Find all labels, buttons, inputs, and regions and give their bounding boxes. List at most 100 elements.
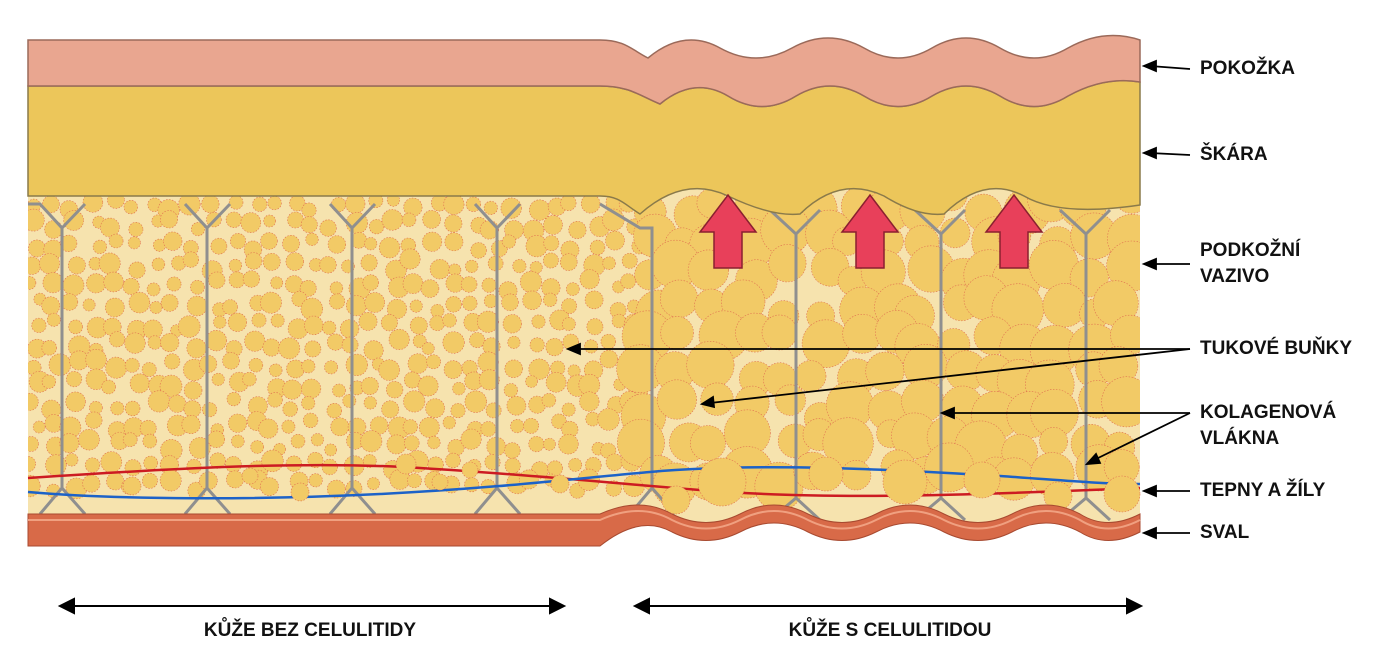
fat-cell — [110, 401, 125, 416]
fat-cell — [360, 254, 378, 272]
fat-cell — [503, 383, 519, 398]
fat-cell — [186, 458, 202, 474]
fat-cell — [525, 375, 538, 388]
fat-cell — [160, 333, 180, 353]
label-subcutis-line2: VAZIVO — [1200, 266, 1270, 287]
fat-cell — [522, 290, 542, 310]
fat-cell — [774, 384, 806, 416]
fat-cell — [501, 234, 516, 249]
fat-cell — [452, 382, 466, 396]
fat-cell — [1039, 427, 1068, 456]
epidermis-layer — [27, 34, 1141, 108]
fat-cell — [248, 396, 268, 416]
fat-cell — [68, 256, 86, 275]
fat-cell — [310, 433, 324, 447]
pointer-lines — [565, 59, 1191, 540]
fat-cell — [284, 275, 303, 294]
fat-cell — [202, 402, 218, 418]
fat-cell — [124, 459, 142, 477]
fat-cell — [142, 433, 158, 449]
fat-cell — [324, 443, 338, 457]
fat-cell — [122, 277, 140, 295]
fat-cell — [282, 379, 303, 400]
fat-cell — [28, 276, 37, 290]
fat-cell — [512, 259, 527, 274]
fat-cell — [528, 358, 550, 380]
fat-cell — [345, 193, 366, 214]
fat-cell — [285, 252, 304, 271]
fat-cell — [340, 319, 360, 339]
fat-cell — [105, 356, 128, 379]
fat-cell — [228, 195, 244, 210]
fat-cell — [28, 208, 45, 232]
fat-cell — [278, 337, 301, 360]
fat-cell — [369, 219, 385, 235]
fat-cell — [85, 368, 108, 390]
fat-cell — [469, 332, 485, 348]
fat-cell — [329, 293, 346, 310]
fat-cell — [561, 317, 576, 331]
fat-cell — [1042, 283, 1087, 328]
fat-cell — [222, 352, 240, 370]
fat-cell — [360, 376, 379, 395]
fat-cell — [882, 459, 928, 505]
dermis-layer — [27, 79, 1141, 216]
fat-cell — [28, 392, 39, 411]
fat-cell — [28, 436, 39, 452]
fat-cell — [28, 256, 42, 275]
fat-cell — [290, 434, 306, 449]
fat-cell — [431, 473, 449, 491]
label-epidermis: POKOŽKA — [1200, 58, 1295, 79]
fat-cell — [1093, 280, 1139, 327]
fat-cell — [142, 319, 163, 340]
fat-cell — [92, 239, 107, 254]
fat-cell — [100, 451, 123, 473]
fat-cell — [226, 470, 244, 489]
fat-cell — [262, 252, 281, 271]
fat-cell — [690, 425, 726, 462]
fat-cell — [201, 194, 220, 214]
fat-cell — [63, 210, 84, 231]
fat-cell — [761, 314, 798, 351]
fat-cell — [611, 313, 627, 329]
fat-cell — [124, 400, 141, 417]
fat-cell — [122, 432, 138, 448]
label-collagen-line2: VLÁKNA — [1200, 428, 1280, 449]
fat-cell — [124, 357, 140, 373]
fat-cell — [322, 320, 337, 335]
fat-cell — [599, 349, 619, 369]
fat-cell — [450, 403, 466, 419]
fat-cell — [362, 274, 379, 291]
fat-cell — [460, 276, 478, 293]
fat-cell — [300, 297, 323, 321]
fat-cell — [697, 457, 747, 507]
fat-cell — [86, 273, 107, 294]
caption-without-cellulite: KŮŽE BEZ CELULITIDY — [203, 620, 417, 641]
fat-cell — [326, 403, 342, 419]
fat-cell — [401, 212, 417, 228]
fat-cell — [60, 293, 79, 311]
fat-cell — [547, 460, 563, 477]
fat-cell — [660, 316, 694, 350]
fat-cell — [477, 351, 499, 373]
fat-cell — [403, 197, 423, 217]
fat-cell — [250, 440, 265, 454]
fat-cell — [768, 244, 807, 283]
fat-cell — [248, 358, 264, 373]
fat-cell — [386, 298, 407, 319]
fat-cell — [85, 349, 107, 371]
fat-cell — [242, 270, 260, 288]
muscle-layer — [27, 504, 1141, 547]
fat-cell — [420, 279, 440, 298]
fat-cell — [504, 442, 521, 459]
fat-cell — [543, 252, 559, 269]
fat-cell — [46, 312, 61, 327]
caption-with-cellulite: KŮŽE S CELULITIDOU — [788, 620, 992, 641]
fat-cell — [98, 252, 121, 275]
fat-cell — [445, 452, 461, 469]
pressure-arrow-2 — [840, 193, 900, 269]
fat-cell — [48, 353, 72, 376]
fat-cell — [481, 277, 497, 293]
fat-cell — [159, 374, 183, 398]
fat-cell — [464, 390, 487, 413]
